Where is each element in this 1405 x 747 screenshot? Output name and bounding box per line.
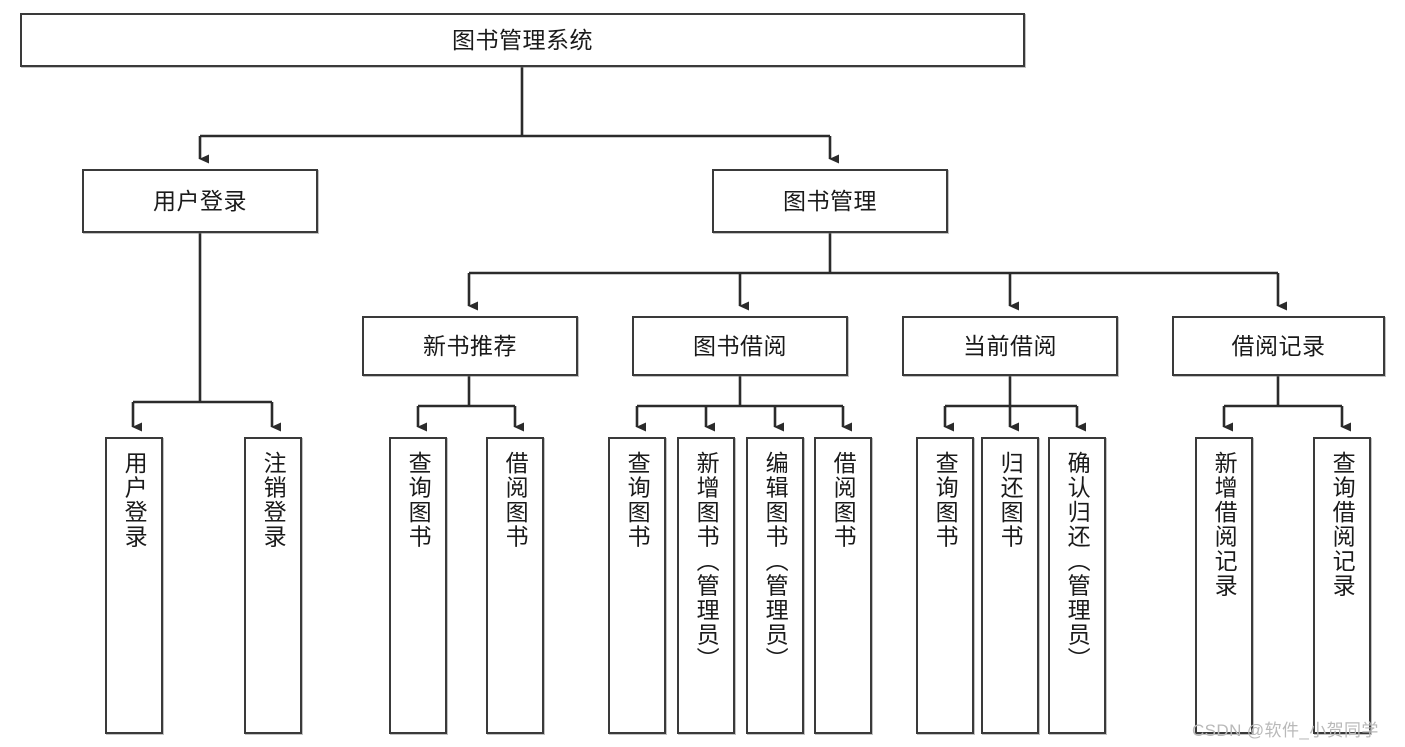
node-book-management[interactable]: 图书管理 [712, 169, 948, 233]
node-leaf-borrow-book-2[interactable]: 借阅图书 [814, 437, 872, 734]
node-borrow-record[interactable]: 借阅记录 [1172, 316, 1385, 376]
node-leaf-query-book-2-label: 查询图书 [624, 451, 651, 549]
node-leaf-logout-login[interactable]: 注销登录 [244, 437, 302, 734]
node-leaf-borrow-book-1[interactable]: 借阅图书 [486, 437, 544, 734]
node-leaf-edit-book-label: 编辑图书（管理员） [762, 451, 789, 672]
node-leaf-logout-login-label: 注销登录 [260, 451, 287, 549]
node-leaf-edit-book[interactable]: 编辑图书（管理员） [746, 437, 804, 734]
node-leaf-query-book-1[interactable]: 查询图书 [389, 437, 447, 734]
node-user-login-label: 用户登录 [153, 187, 247, 214]
node-leaf-add-book-label: 新增图书（管理员） [693, 451, 720, 672]
node-current-borrow[interactable]: 当前借阅 [902, 316, 1118, 376]
node-leaf-borrow-book-1-label: 借阅图书 [502, 451, 529, 549]
node-leaf-return-book-label: 归还图书 [997, 451, 1024, 549]
node-leaf-user-login-label: 用户登录 [121, 451, 148, 549]
node-current-borrow-label: 当前借阅 [963, 332, 1057, 359]
node-leaf-confirm-return[interactable]: 确认归还（管理员） [1048, 437, 1106, 734]
node-user-login[interactable]: 用户登录 [82, 169, 318, 233]
node-leaf-user-login[interactable]: 用户登录 [105, 437, 163, 734]
node-root-label: 图书管理系统 [452, 26, 593, 53]
node-leaf-query-record-label: 查询借阅记录 [1329, 451, 1356, 598]
node-leaf-add-record-label: 新增借阅记录 [1211, 451, 1238, 598]
node-leaf-return-book[interactable]: 归还图书 [981, 437, 1039, 734]
node-leaf-query-book-3[interactable]: 查询图书 [916, 437, 974, 734]
node-book-borrow-label: 图书借阅 [693, 332, 787, 359]
node-leaf-query-book-1-label: 查询图书 [405, 451, 432, 549]
node-book-management-label: 图书管理 [783, 187, 877, 214]
node-leaf-query-record[interactable]: 查询借阅记录 [1313, 437, 1371, 734]
node-new-book-recommend-label: 新书推荐 [423, 332, 517, 359]
node-root[interactable]: 图书管理系统 [20, 13, 1025, 67]
node-leaf-query-book-3-label: 查询图书 [932, 451, 959, 549]
watermark: CSDN @软件_小贺同学 [1192, 721, 1379, 740]
node-leaf-add-book[interactable]: 新增图书（管理员） [677, 437, 735, 734]
node-leaf-confirm-return-label: 确认归还（管理员） [1064, 451, 1091, 672]
node-book-borrow[interactable]: 图书借阅 [632, 316, 848, 376]
node-new-book-recommend[interactable]: 新书推荐 [362, 316, 578, 376]
node-leaf-add-record[interactable]: 新增借阅记录 [1195, 437, 1253, 734]
node-leaf-borrow-book-2-label: 借阅图书 [830, 451, 857, 549]
node-leaf-query-book-2[interactable]: 查询图书 [608, 437, 666, 734]
node-borrow-record-label: 借阅记录 [1231, 332, 1326, 359]
